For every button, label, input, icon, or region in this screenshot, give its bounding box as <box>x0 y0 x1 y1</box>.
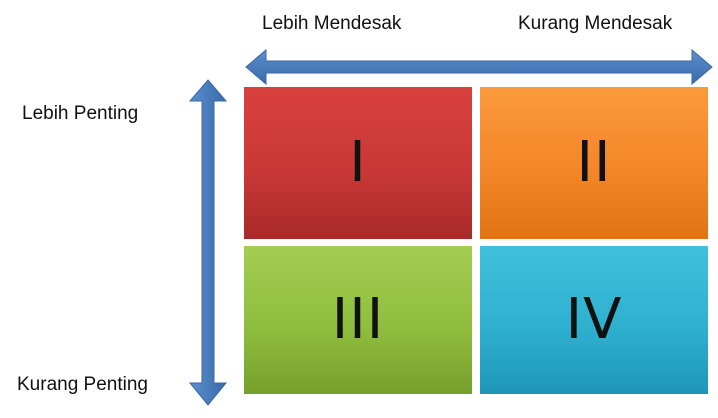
more-important-label: Lebih Penting <box>22 103 139 124</box>
quadrant-3: III <box>244 246 472 394</box>
quadrant-2-numeral: II <box>576 130 612 195</box>
quadrant-4-numeral: IV <box>565 287 623 352</box>
more-urgent-label: Lebih Mendesak <box>262 13 402 34</box>
quadrant-1: I <box>244 87 472 239</box>
quadrant-1-numeral: I <box>349 130 367 195</box>
quadrant-2: II <box>480 87 708 239</box>
quadrant-4: IV <box>480 246 708 394</box>
quadrant-3-numeral: III <box>331 287 385 352</box>
less-urgent-label: Kurang Mendesak <box>518 13 673 34</box>
less-important-label: Kurang Penting <box>17 374 148 395</box>
